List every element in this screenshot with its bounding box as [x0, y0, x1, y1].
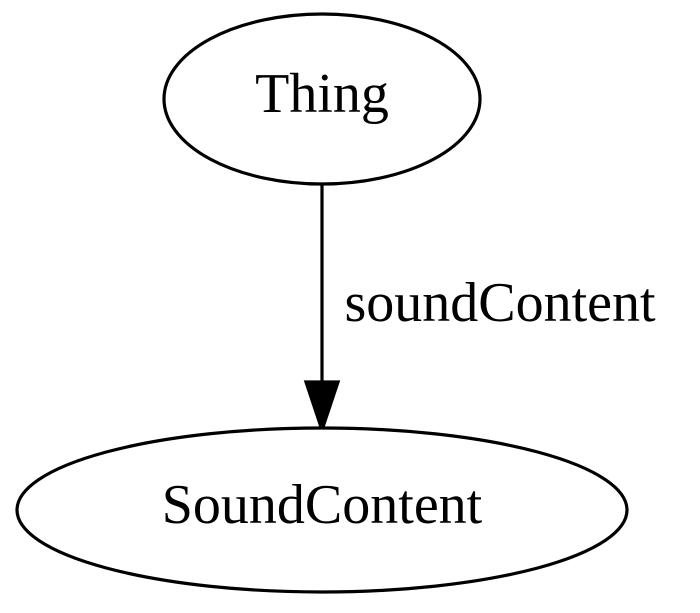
- node-sound-content-ellipse: [15, 426, 629, 594]
- node-thing-label: Thing: [255, 63, 389, 125]
- node-thing[interactable]: Thing: [162, 12, 482, 186]
- edge-sound-content-arrowhead-icon: [303, 380, 341, 436]
- edge-sound-content-label: soundContent: [344, 272, 656, 334]
- edge-sound-content[interactable]: soundContent: [303, 184, 656, 436]
- node-sound-content-label: SoundContent: [162, 474, 483, 536]
- node-sound-content[interactable]: SoundContent: [15, 426, 629, 594]
